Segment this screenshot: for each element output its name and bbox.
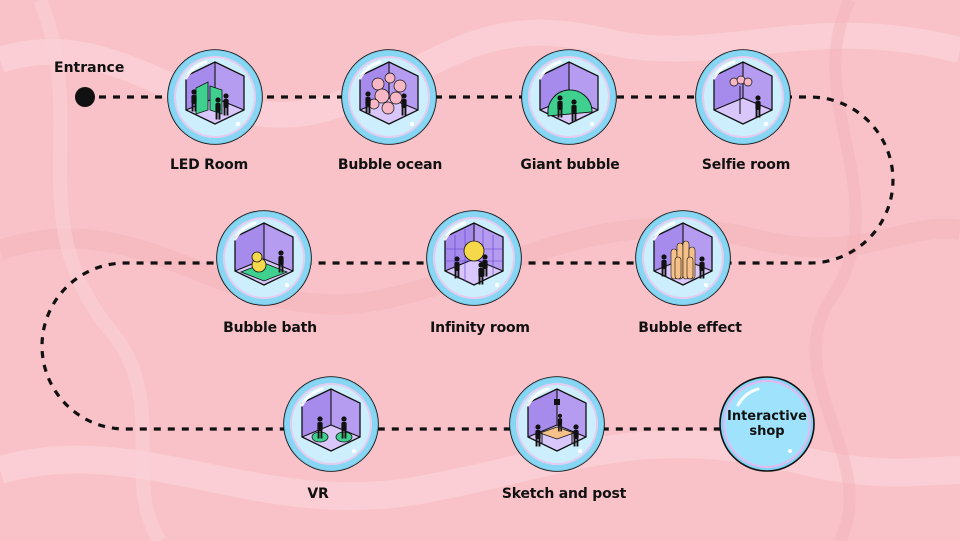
stop-bubble-bath[interactable]: [215, 209, 313, 307]
sketch-and-post-icon: [508, 375, 606, 473]
selfie-room-icon: [694, 48, 792, 146]
vr-icon: [282, 375, 380, 473]
stop-selfie-room[interactable]: [694, 48, 792, 146]
stop-label-bubble-bath: Bubble bath: [223, 320, 317, 336]
infinity-room-icon: [425, 209, 523, 307]
stop-giant-bubble[interactable]: [520, 48, 618, 146]
stop-label-bubble-effect: Bubble effect: [638, 320, 742, 336]
stop-label-interactive-shop: Interactive shop: [727, 409, 807, 439]
stop-bubble-effect[interactable]: [634, 209, 732, 307]
stop-infinity-room[interactable]: [425, 209, 523, 307]
stop-label-bubble-ocean: Bubble ocean: [337, 157, 443, 173]
stop-sketch-and-post[interactable]: [508, 375, 606, 473]
stop-label-giant-bubble: Giant bubble: [520, 157, 620, 173]
entrance-label: Entrance: [54, 60, 125, 76]
stop-bubble-ocean[interactable]: [340, 48, 438, 146]
entrance-dot: [75, 87, 95, 107]
bubble-bath-icon: [215, 209, 313, 307]
stop-led-room[interactable]: [166, 48, 264, 146]
shop-bubble-icon: [718, 375, 816, 473]
bubble-ocean-icon: [340, 48, 438, 146]
led-room-icon: [166, 48, 264, 146]
stop-interactive-shop[interactable]: [718, 375, 816, 473]
stop-label-led-room: LED Room: [170, 157, 248, 173]
bubble-effect-icon: [634, 209, 732, 307]
stop-label-selfie-room: Selfie room: [701, 157, 791, 173]
stop-label-infinity-room: Infinity room: [430, 320, 530, 336]
stop-label-vr: VR: [307, 486, 329, 502]
giant-bubble-icon: [520, 48, 618, 146]
stop-label-sketch-and-post: Sketch and post: [501, 486, 627, 502]
stop-vr[interactable]: [282, 375, 380, 473]
